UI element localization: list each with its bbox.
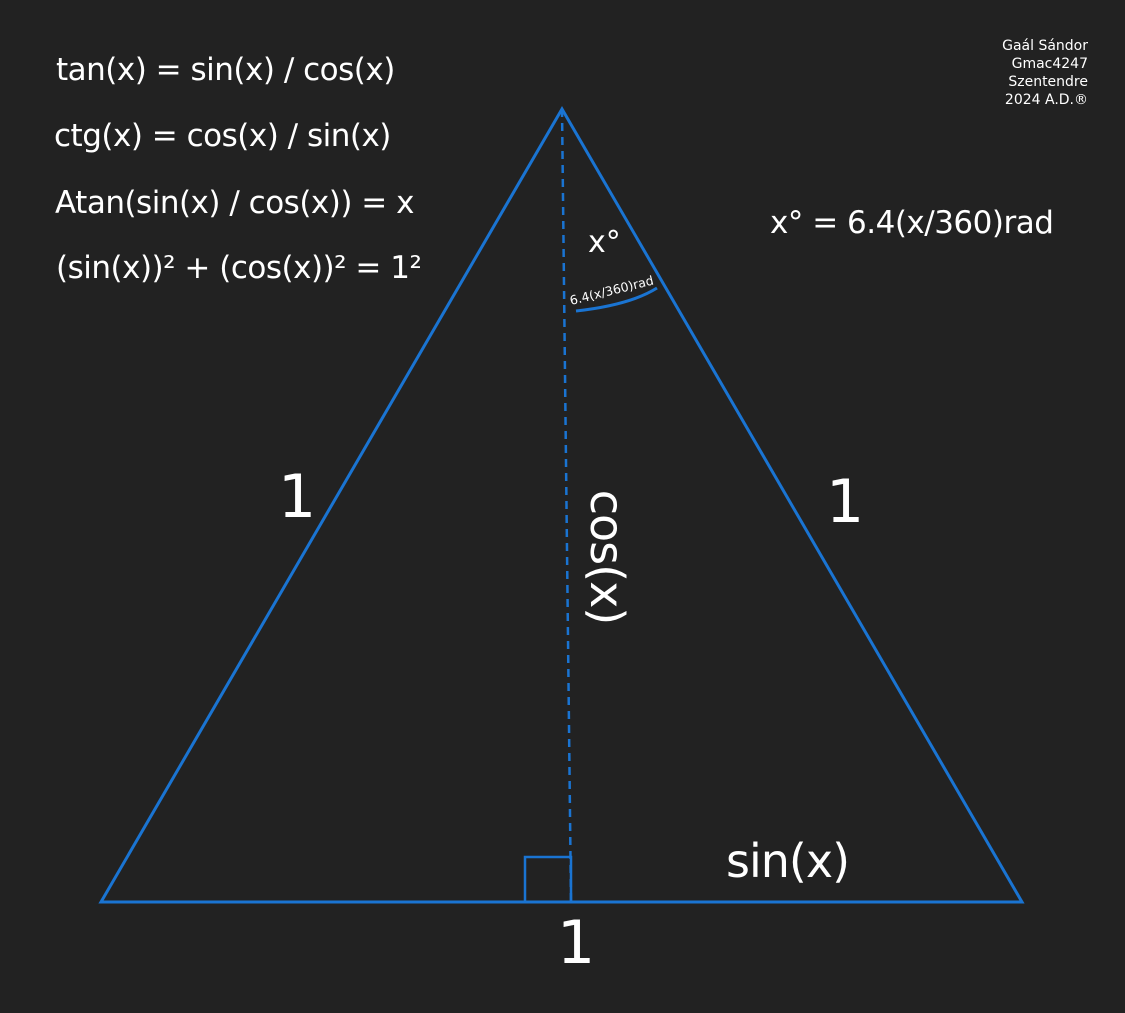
author-credit: Gaál Sándor Gmac4247 Szentendre 2024 A.D… xyxy=(928,37,1088,109)
degree-radian-conversion: x° = 6.4(x/360)rad xyxy=(770,205,1054,241)
half-base-label: sin(x) xyxy=(726,834,850,888)
formula-pythagorean: (sin(x))² + (cos(x))² = 1² xyxy=(56,250,422,286)
isosceles-triangle xyxy=(98,106,1025,904)
author-name: Gaál Sándor xyxy=(1002,38,1088,54)
author-year: 2024 A.D.® xyxy=(1004,92,1088,108)
right-angle-marker xyxy=(523,855,573,904)
angle-label: x° xyxy=(588,225,621,260)
height-dashed-line xyxy=(560,108,573,903)
author-handle: Gmac4247 xyxy=(1011,56,1088,72)
author-place: Szentendre xyxy=(1008,74,1088,90)
height-label: cos(x) xyxy=(580,489,634,625)
formula-tan: tan(x) = sin(x) / cos(x) xyxy=(56,52,395,88)
left-side-label: 1 xyxy=(278,462,317,532)
formula-ctg: ctg(x) = cos(x) / sin(x) xyxy=(54,118,391,154)
formula-atan: Atan(sin(x) / cos(x)) = x xyxy=(55,185,414,221)
angle-rad-label: 6.4(x/360)rad xyxy=(568,273,655,308)
right-side-label: 1 xyxy=(826,467,865,537)
angle-arc xyxy=(575,286,658,313)
base-label: 1 xyxy=(557,908,596,978)
